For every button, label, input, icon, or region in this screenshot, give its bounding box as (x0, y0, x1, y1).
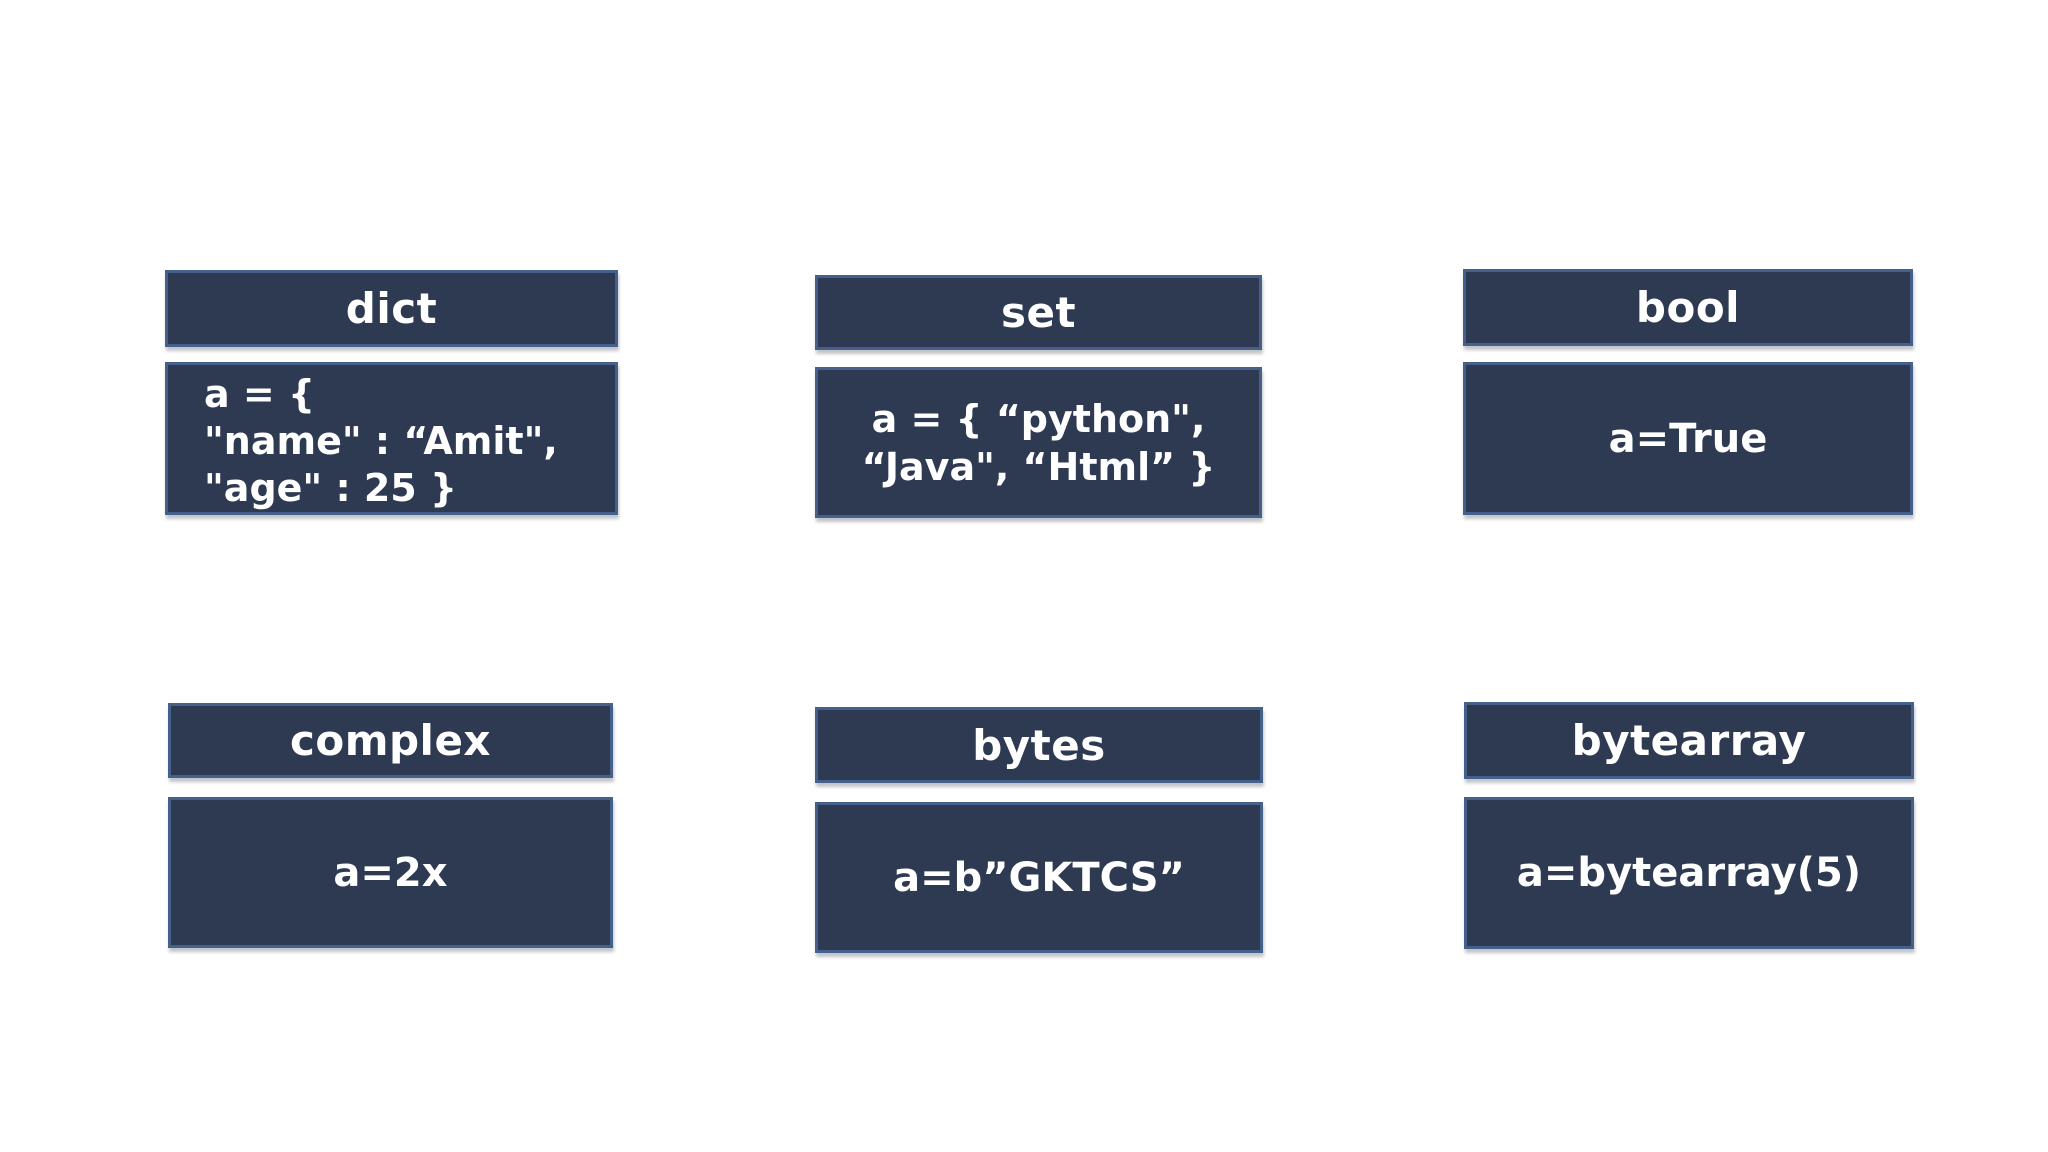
type-example-dict: a = { "name" : “Amit", "age" : 25 } (165, 362, 618, 515)
type-example-complex: a=2x (168, 797, 613, 948)
type-title-dict: dict (165, 270, 618, 347)
type-example-set: a = { “python", “Java", “Html” } (815, 367, 1262, 518)
type-example-bytes: a=b”GKTCS” (815, 802, 1263, 953)
type-example-bytearray: a=bytearray(5) (1464, 797, 1914, 949)
code-line: "name" : “Amit", (204, 419, 558, 463)
code-line: a = { (204, 372, 315, 416)
code-line: a=True (1608, 415, 1768, 462)
type-title-bool: bool (1463, 269, 1913, 346)
code-line: a = { “python", (871, 396, 1206, 441)
code-line: a=2x (333, 849, 448, 896)
type-title-set: set (815, 275, 1262, 350)
type-title-bytearray: bytearray (1464, 702, 1914, 779)
code-line: a=bytearray(5) (1516, 850, 1862, 896)
code-line: “Java", “Html” } (861, 444, 1216, 489)
type-title-complex: complex (168, 703, 613, 778)
type-title-bytes: bytes (815, 707, 1263, 783)
type-example-bool: a=True (1463, 362, 1913, 515)
code-line: a=b”GKTCS” (893, 854, 1185, 901)
code-line: "age" : 25 } (204, 466, 458, 510)
